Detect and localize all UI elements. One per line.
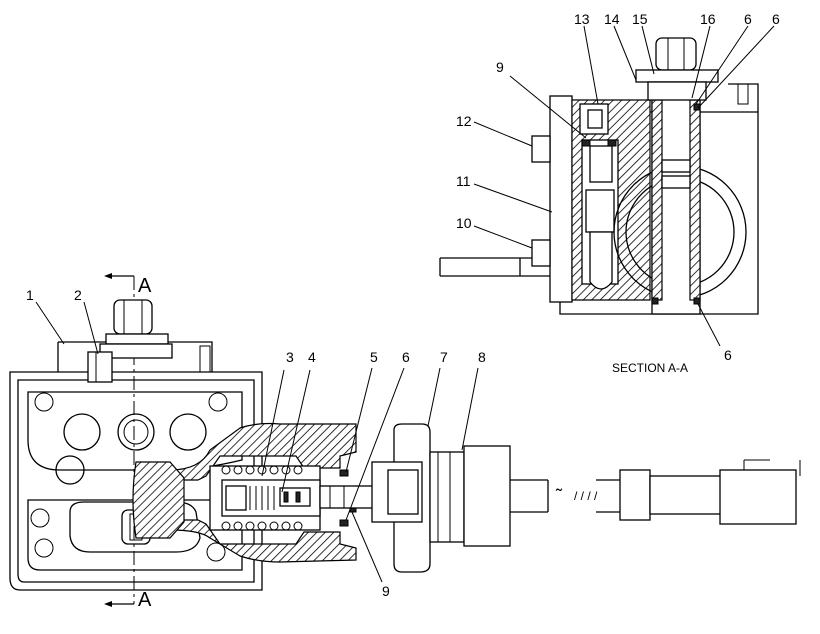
callout-9-section: 9 (496, 59, 504, 75)
callouts: 1 2 3 4 5 6 7 8 9 10 11 12 9 13 14 15 16… (26, 11, 780, 599)
section-caption: SECTION A-A (612, 361, 688, 375)
callout-6-bottom: 6 (724, 347, 732, 363)
callout-8: 8 (478, 349, 486, 365)
callout-1: 1 (26, 287, 34, 303)
callout-12: 12 (456, 113, 472, 129)
callout-6: 6 (402, 349, 410, 365)
inner-spring (249, 486, 275, 510)
callout-2: 2 (74, 287, 82, 303)
callout-3: 3 (286, 349, 294, 365)
callout-16: 16 (700, 11, 716, 27)
svg-text:˜: ˜ (555, 486, 563, 506)
main-view: ˜ / / / / (9, 273, 801, 607)
section-view (439, 37, 759, 315)
section-mark-bottom: A (138, 589, 152, 611)
callout-13: 13 (574, 11, 590, 27)
callout-5: 5 (370, 349, 378, 365)
callout-4: 4 (308, 349, 316, 365)
callout-11: 11 (456, 173, 471, 189)
callout-15: 15 (632, 11, 648, 27)
section-mark-top: A (138, 275, 152, 297)
svg-text:/ / / /: / / / / (574, 489, 598, 503)
callout-6-top-a: 6 (744, 11, 752, 27)
callout-10: 10 (456, 215, 472, 231)
callout-7: 7 (440, 349, 448, 365)
callout-9: 9 (382, 583, 390, 599)
leader-lines (35, 25, 775, 583)
callout-6-top-b: 6 (772, 11, 780, 27)
callout-14: 14 (604, 11, 620, 27)
